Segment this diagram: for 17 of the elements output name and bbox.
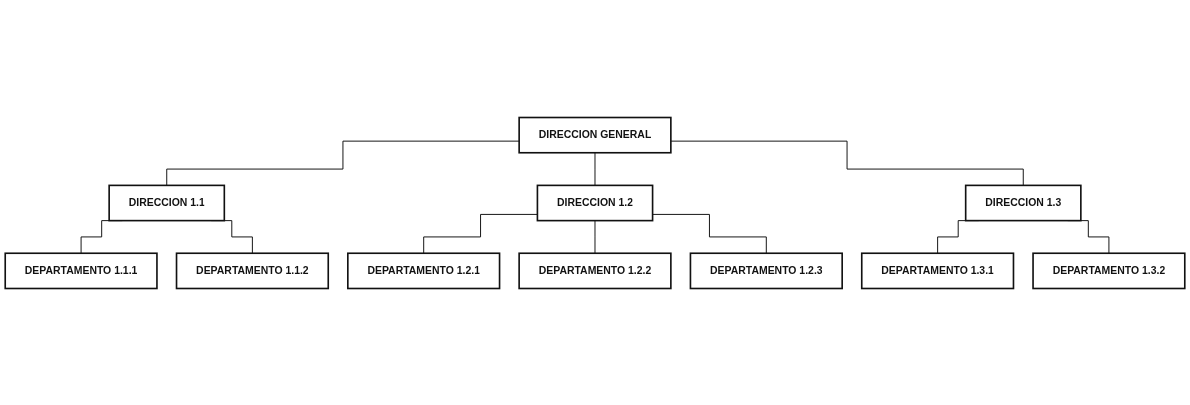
connector — [670, 140, 1024, 186]
node-box: DIRECCION 1.3 — [964, 184, 1082, 221]
node-box: DIRECCION 1.2 — [536, 184, 654, 221]
node-box: DEPARTAMENTO 1.3.1 — [860, 251, 1015, 289]
node-box: DEPARTAMENTO 1.1.2 — [175, 251, 330, 289]
connector — [166, 140, 520, 186]
node-box: DEPARTAMENTO 1.2.3 — [689, 251, 843, 289]
node-box: DEPARTAMENTO 1.3.2 — [1032, 251, 1186, 289]
connector — [423, 213, 538, 254]
connector — [652, 213, 767, 254]
node-box: DEPARTAMENTO 1.2.1 — [347, 251, 501, 289]
connector — [594, 151, 596, 186]
node-box: DEPARTAMENTO 1.1.1 — [4, 251, 158, 289]
node-box: DEPARTAMENTO 1.2.2 — [518, 251, 672, 289]
node-box: DIRECCION GENERAL — [518, 116, 672, 154]
node-box: DIRECCION 1.1 — [108, 184, 226, 221]
connector — [594, 219, 596, 254]
